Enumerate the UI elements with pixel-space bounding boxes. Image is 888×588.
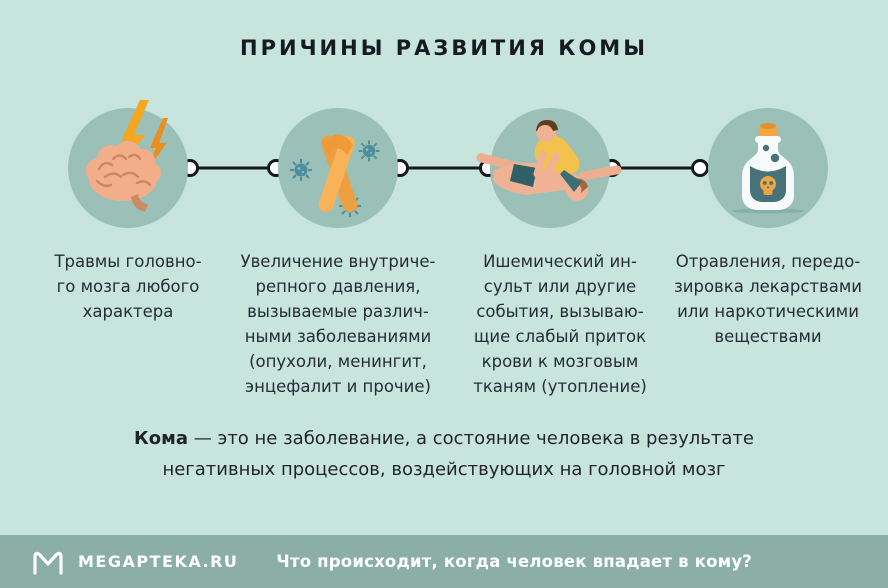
cause-line: крови к мозговым: [481, 352, 639, 371]
summary-term: Кома: [134, 428, 188, 449]
cause-line: (опухоли, менингит,: [249, 352, 427, 371]
cause-line: тканям (утопление): [473, 377, 647, 396]
summary-line-2: негативных процессов, воздействующих на …: [162, 459, 726, 480]
causes-icon-row: [0, 100, 888, 228]
brain-lightning-icon: [86, 100, 168, 212]
cause-text-trauma: Травмы головно- го мозга любого характер…: [18, 249, 238, 324]
footer-question: Что происходит, когда человек впадает в …: [276, 552, 753, 571]
cause-line: энцефалит и прочие): [245, 377, 431, 396]
summary-line-1: Кома — это не заболевание, а состояние ч…: [0, 423, 888, 454]
cause-line: ными заболеваниями: [244, 327, 432, 346]
cause-text-poisoning: Отравления, передо- зировка лекарствами …: [656, 249, 880, 349]
cpr-drowning-icon: [476, 120, 622, 201]
icon-circle-pressure: [278, 108, 398, 228]
footer-brand: MEGAPTEKA.RU: [78, 552, 239, 571]
cause-line: Увеличение внутриче-: [240, 252, 436, 271]
cause-line: щие слабый приток: [473, 327, 647, 346]
cause-line: сульт или другие: [483, 277, 637, 296]
icon-circle-stroke: [476, 108, 622, 228]
page-title: ПРИЧИНЫ РАЗВИТИЯ КОМЫ: [240, 36, 648, 60]
cause-line: репного давления,: [255, 277, 421, 296]
cause-line: или наркотическими: [677, 302, 859, 321]
ribbon-infection-icon: [290, 134, 380, 217]
icon-circle-poisoning: [708, 108, 828, 228]
cause-line: Отравления, передо-: [675, 252, 861, 271]
summary-line-1-rest: — это не заболевание, а состояние челове…: [188, 428, 754, 449]
summary-text: Кома — это не заболевание, а состояние ч…: [0, 423, 888, 485]
cause-text-pressure: Увеличение внутриче- репного давления, в…: [227, 249, 449, 399]
cause-line: Ишемический ин-: [483, 252, 637, 271]
megapteka-logo-icon: [30, 547, 66, 577]
footer-bar: MEGAPTEKA.RU Что происходит, когда челов…: [0, 535, 888, 588]
cause-line: зировка лекарствами: [673, 277, 863, 296]
cause-line: го мозга любого: [56, 277, 200, 296]
poison-bottle-icon: [732, 123, 804, 214]
cause-line: веществами: [714, 327, 822, 346]
cause-line: характера: [82, 302, 174, 321]
icon-circle-trauma: [68, 100, 188, 228]
cause-text-stroke: Ишемический ин- сульт или другие события…: [448, 249, 672, 399]
cause-line: Травмы головно-: [54, 252, 202, 271]
cause-line: вызываемые различ-: [247, 302, 429, 321]
cause-line: события, вызываю-: [476, 302, 644, 321]
